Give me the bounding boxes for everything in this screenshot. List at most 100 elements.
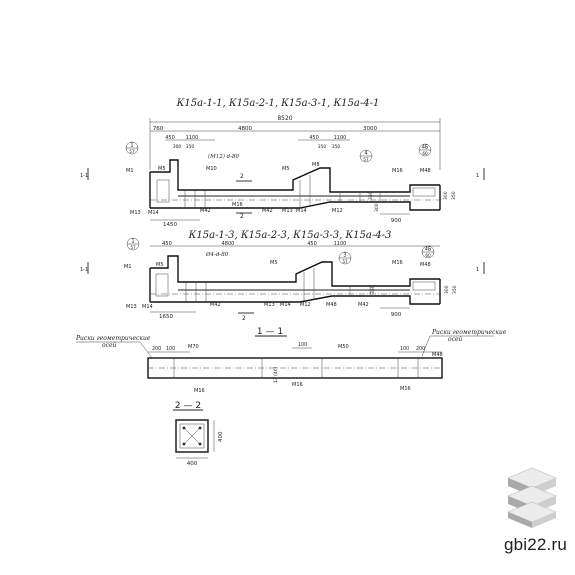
- svg-text:3: 3: [343, 253, 346, 259]
- view2-callout-4b: 4Б 60: [421, 245, 435, 259]
- svg-text:57: 57: [363, 157, 369, 162]
- view1-dim-v3: 300: [443, 191, 449, 200]
- view2-label-m12: М12: [300, 302, 311, 308]
- svg-text:1: 1: [476, 267, 479, 273]
- view1-dim-1100a: 1100: [186, 135, 199, 141]
- section22-width: 400: [187, 461, 198, 467]
- view2-section-cut: 1-1 1 2: [80, 262, 485, 322]
- view2-dim-450a: 450: [162, 241, 172, 247]
- section-1-1: 1 — 1 Риски геометрические осей Риски ге…: [75, 327, 507, 394]
- section11-dim-3: 100: [400, 346, 409, 352]
- view2-label-m13a: М13: [126, 304, 137, 310]
- view1-dim-small-2: 350: [186, 144, 195, 150]
- section11-label-m70: М70: [188, 344, 199, 350]
- view2-label-m48b: М48: [326, 302, 337, 308]
- view2-beam: [149, 255, 441, 305]
- view1-dim-450b: 450: [309, 135, 319, 141]
- svg-text:4Б: 4Б: [422, 145, 429, 151]
- view1-label-m1: М1: [126, 168, 134, 174]
- svg-text:1-1: 1-1: [80, 267, 88, 273]
- view1-label-m16b: М16: [232, 202, 243, 208]
- section11-left-note-1: Риски геометрические: [75, 335, 151, 342]
- view2-label-m5a: М5: [156, 262, 164, 268]
- section22-title: 2 — 2: [175, 401, 201, 411]
- svg-text:1: 1: [476, 173, 479, 179]
- view1-label-m10: М10: [206, 166, 217, 172]
- view1-label-m42b: М42: [262, 208, 273, 214]
- view2-dim-v2: 300: [444, 285, 450, 294]
- view2-label-m16: М16: [392, 260, 403, 266]
- view1-dim-bottom-2: 900: [391, 218, 402, 224]
- view2-label-m42b: М42: [358, 302, 369, 308]
- view1-label-m8: М8: [312, 162, 320, 168]
- section11-left-note-2: осей: [102, 342, 117, 349]
- view1-label-m12: М12: [332, 208, 343, 214]
- svg-text:60: 60: [422, 151, 428, 156]
- view1-dim-760: 760: [153, 126, 164, 132]
- view1-dim-small-3: 350: [318, 144, 327, 150]
- view1-callout-4: 4 57: [359, 149, 373, 163]
- view1-dim-small-4: 350: [332, 144, 341, 150]
- view1-label-m5b: М5: [282, 166, 290, 172]
- view2-callout-3: 3 57: [338, 251, 352, 265]
- svg-text:4Б: 4Б: [425, 247, 432, 253]
- view2-label-m14a: М14: [142, 304, 153, 310]
- svg-text:57: 57: [129, 149, 135, 154]
- view2-dim-4800: 4800: [222, 241, 235, 247]
- view1-callout-4b: 4Б 60: [418, 143, 432, 157]
- view1-callout-1: 1 57: [125, 141, 139, 155]
- svg-text:2: 2: [240, 173, 244, 180]
- section11-center-dim: 13 (40): [273, 366, 279, 383]
- view2-dim-v1: 350: [370, 285, 376, 294]
- svg-text:1-1: 1-1: [80, 173, 88, 179]
- section-2-2: 2 — 2 400 400: [173, 401, 224, 467]
- view2-label-m14b: М14: [280, 302, 291, 308]
- section11-label-m48: М48: [432, 352, 443, 358]
- view2-dim-bottom-1: 1650: [159, 314, 173, 320]
- section22-height: 400: [218, 431, 224, 442]
- view2-label-m48a: М48: [420, 262, 431, 268]
- svg-text:2: 2: [242, 315, 246, 322]
- view1-label-m13b: М13: [282, 208, 293, 214]
- gbi-logo-icon: [507, 467, 557, 528]
- section11-title: 1 — 1: [257, 327, 283, 337]
- view1-label-m48: М48: [420, 168, 431, 174]
- section11-small-dim: 100: [298, 342, 307, 348]
- view1-dim-v2: 300: [374, 203, 380, 212]
- view2-dim-bottom-2: 900: [391, 312, 402, 318]
- view1-label-m14b: М14: [296, 208, 307, 214]
- section11-dim-2: 100: [166, 346, 175, 352]
- svg-text:4: 4: [364, 151, 367, 157]
- view1-total-dim: 8520: [277, 115, 292, 122]
- view1-label-m16: М16: [392, 168, 403, 174]
- section11-dim-1: 200: [152, 346, 161, 352]
- view1-dim-1100b: 1100: [334, 135, 347, 141]
- svg-text:57: 57: [342, 259, 348, 264]
- view1-label-m5a: М5: [158, 166, 166, 172]
- view2-dim-1100: 1100: [334, 241, 347, 247]
- view1-section-cut: 1-1 1 2 2: [80, 168, 485, 220]
- view1-dim-450a: 450: [165, 135, 175, 141]
- view1-dim-3000: 3000: [363, 126, 377, 132]
- view1-marks: К15а-1-1, К15а-2-1, К15а-3-1, К15а-4-1: [176, 98, 380, 109]
- view1-dim-bottom-1: 1450: [163, 222, 177, 228]
- view2-label-m42a: М42: [210, 302, 221, 308]
- view2-dim-v3: 350: [452, 285, 458, 294]
- view1-annotation: (М12) d-80: [208, 153, 240, 160]
- view2-label-m13b: М13: [264, 302, 275, 308]
- svg-text:57: 57: [130, 245, 136, 250]
- section11-dim-4: 200: [416, 346, 425, 352]
- view2-callout-1: 1 57: [126, 237, 140, 251]
- view2-label-m1: М1: [124, 264, 132, 270]
- section22-square: [175, 419, 209, 453]
- brand-text[interactable]: gbi22.ru: [503, 535, 567, 554]
- svg-text:60: 60: [425, 253, 431, 258]
- view2-dim-450b: 450: [307, 241, 317, 247]
- view1-label-m42a: М42: [200, 208, 211, 214]
- view1-dim-4800: 4800: [238, 126, 252, 132]
- view-1: К15а-1-1, К15а-2-1, К15а-3-1, К15а-4-1 8…: [80, 98, 485, 228]
- svg-text:1: 1: [131, 239, 134, 245]
- section11-right-note-1: Риски геометрические: [431, 329, 507, 336]
- view2-annotation: Ø4-d-80: [205, 251, 229, 258]
